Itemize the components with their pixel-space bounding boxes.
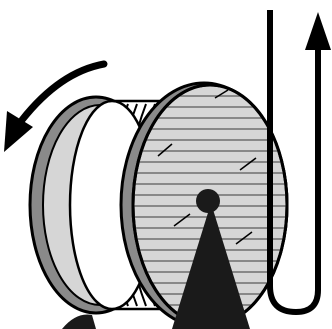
hatch-mark [239, 157, 257, 171]
hatch-mark [214, 89, 229, 99]
cable-pull-arrow-icon [267, 10, 331, 315]
hatch-mark [157, 143, 173, 157]
rotation-arrow-icon [4, 60, 108, 152]
hatch-mark [235, 231, 253, 245]
reel-stand [62, 189, 250, 329]
hatch-mark [173, 213, 191, 227]
